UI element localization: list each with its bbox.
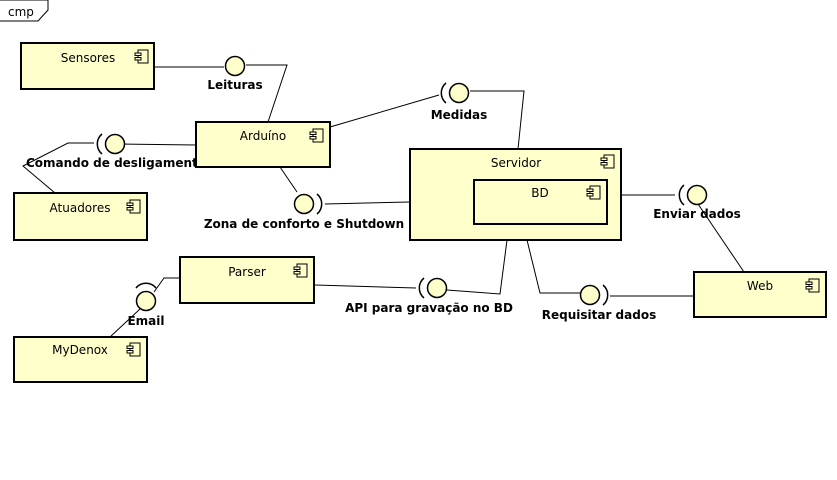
interface-leituras: Leituras (207, 55, 263, 92)
component-mydenox[interactable]: MyDenox (13, 336, 148, 383)
diagram-frame: cmp (0, 0, 49, 22)
interface-email: Email (127, 282, 165, 328)
interface-label-medidas: Medidas (431, 108, 488, 122)
component-name-web: Web (747, 279, 773, 293)
component-parser[interactable]: Parser (179, 256, 315, 304)
interface-label-api: API para gravação no BD (345, 301, 513, 315)
interface-requisitar: Requisitar dados (542, 284, 656, 322)
component-name-mydenox: MyDenox (52, 343, 108, 357)
interface-label-comando: Comando de desligamento (26, 156, 206, 170)
component-name-arduino: Arduíno (240, 129, 286, 143)
interface-label-enviar: Enviar dados (653, 207, 741, 221)
interface-label-email: Email (127, 314, 164, 328)
interface-comando: Comando de desligamento (26, 133, 206, 170)
component-name-parser: Parser (228, 265, 266, 279)
interface-medidas: Medidas (431, 82, 488, 122)
interface-label-requisitar: Requisitar dados (542, 308, 656, 322)
component-name-atuadores: Atuadores (50, 201, 111, 215)
connectors (22, 64, 745, 338)
interface-api: API para gravação no BD (345, 277, 513, 315)
interface-label-leituras: Leituras (207, 78, 262, 92)
interface-label-zona: Zona de conforto e Shutdown (204, 217, 404, 231)
component-name-sensores: Sensores (61, 51, 116, 65)
component-web[interactable]: Web (693, 271, 827, 318)
component-bd[interactable]: BD (473, 179, 608, 225)
interface-enviar: Enviar dados (653, 184, 741, 221)
component-name-servidor: Servidor (491, 156, 541, 170)
frame-title: cmp (8, 5, 34, 19)
interface-zona: Zona de conforto e Shutdown (204, 193, 404, 231)
component-sensores[interactable]: Sensores (20, 42, 155, 90)
component-atuadores[interactable]: Atuadores (13, 192, 148, 241)
component-name-bd: BD (531, 186, 548, 200)
component-arduino[interactable]: Arduíno (195, 121, 331, 168)
